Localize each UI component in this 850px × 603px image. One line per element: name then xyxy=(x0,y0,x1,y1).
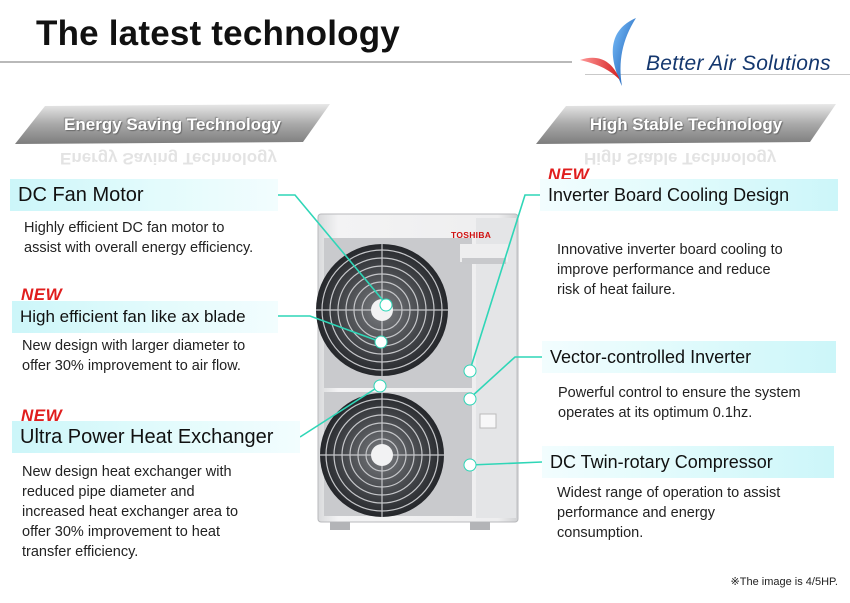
desc-line: increased heat exchanger area to xyxy=(22,504,239,520)
new-badge: NEW xyxy=(21,285,63,304)
vector-inverter-desc: Powerful control to ensure the system op… xyxy=(558,383,801,423)
desc-line: transfer efficiency. xyxy=(22,544,139,560)
title-underline xyxy=(0,61,572,63)
toshiba-unit-logo: TOSHIBA xyxy=(451,230,492,240)
desc-line: consumption. xyxy=(557,525,644,541)
desc-line: New design with larger diameter to xyxy=(22,338,246,354)
new-badge: NEW xyxy=(21,406,63,425)
desc-line: Innovative inverter board cooling to xyxy=(557,242,783,258)
desc-line: Powerful control to ensure the system xyxy=(558,385,801,401)
fan-blade-desc: New design with larger diameter to offer… xyxy=(22,336,245,376)
desc-line: New design heat exchanger with xyxy=(22,464,232,480)
high-stable-banner-text: High Stable Technology xyxy=(589,115,783,134)
dc-fan-motor-label: DC Fan Motor xyxy=(10,179,278,211)
connector-vector-inverter xyxy=(469,356,542,399)
desc-line: risk of heat failure. xyxy=(557,282,676,298)
energy-saving-banner: Energy Saving Technology xyxy=(15,104,330,144)
fan-blade-label: High efficient fan like ax blade xyxy=(12,301,278,333)
brand-name: Better Air Solutions xyxy=(646,52,831,75)
desc-line: operates at its optimum 0.1hz. xyxy=(558,405,753,421)
desc-line: assist with overall energy efficiency. xyxy=(24,240,254,256)
heat-exchanger-desc: New design heat exchanger with reduced p… xyxy=(22,462,238,562)
brand-logo-icon xyxy=(580,18,636,86)
desc-line: Widest range of operation to assist xyxy=(557,485,781,501)
vector-inverter-label: Vector-controlled Inverter xyxy=(542,341,836,373)
heat-exchanger-label: Ultra Power Heat Exchanger xyxy=(12,421,300,453)
desc-line: Highly efficient DC fan motor to xyxy=(24,220,225,236)
compressor-desc: Widest range of operation to assist perf… xyxy=(557,483,780,543)
footnote: ※The image is 4/5HP. xyxy=(730,576,838,588)
energy-saving-banner-text: Energy Saving Technology xyxy=(64,115,281,134)
page-title: The latest technology xyxy=(36,14,400,53)
desc-line: performance and energy xyxy=(557,505,715,521)
dc-fan-motor-desc: Highly efficient DC fan motor to assist … xyxy=(24,218,253,258)
high-stable-banner: High Stable Technology xyxy=(536,104,836,144)
brand-underline xyxy=(585,74,850,75)
desc-line: reduced pipe diameter and xyxy=(22,484,195,500)
desc-line: offer 30% improvement to heat xyxy=(22,524,221,540)
inverter-cooling-desc: Innovative inverter board cooling to imp… xyxy=(557,240,783,300)
desc-line: improve performance and reduce xyxy=(557,262,771,278)
desc-line: offer 30% improvement to air flow. xyxy=(22,358,241,374)
connector-fan-blade xyxy=(278,315,382,343)
connector-compressor xyxy=(469,461,543,466)
connector-heat-exchanger xyxy=(299,386,379,438)
connector-inverter-cooling xyxy=(469,194,540,371)
inverter-cooling-label: Inverter Board Cooling Design xyxy=(540,179,838,211)
connector-dc-fan-motor xyxy=(278,194,387,305)
compressor-label: DC Twin-rotary Compressor xyxy=(542,446,834,478)
